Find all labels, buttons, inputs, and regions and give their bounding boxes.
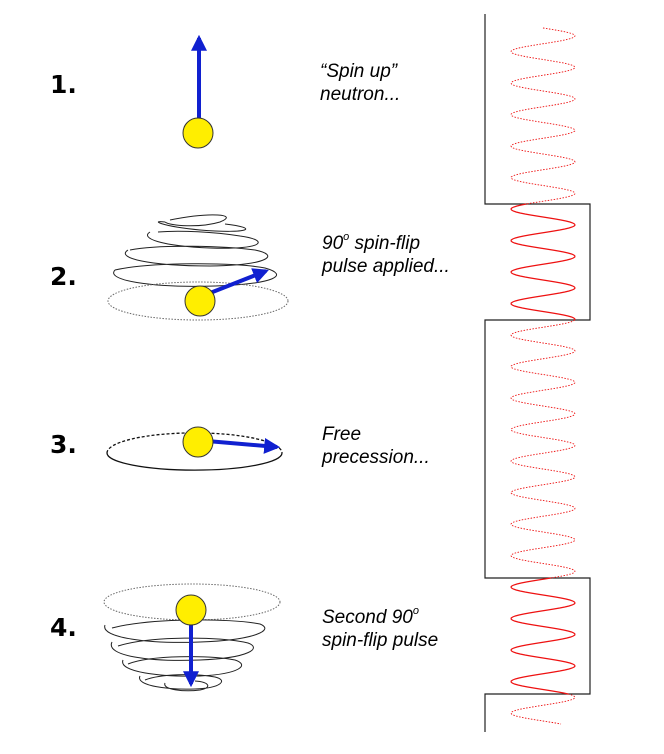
step-2-caption-line-2: pulse applied... — [322, 256, 450, 277]
step-1-caption-line-1: “Spin up” — [320, 61, 398, 82]
precession-plane-4 — [103, 583, 281, 621]
step-number-4: 4. — [50, 613, 77, 642]
step-number-1: 1. — [50, 70, 77, 99]
neutron-4 — [175, 594, 207, 626]
neutron-1 — [182, 117, 214, 149]
step-3-caption-line-1: Free — [322, 424, 362, 445]
spin-arrow-3 — [206, 437, 281, 454]
spin-arrow-2 — [204, 268, 269, 297]
spiral-path-2 — [113, 214, 277, 287]
neutron-3 — [182, 426, 214, 458]
rf-segment-pulse-1 — [510, 203, 576, 321]
step-4-caption: Second 90o spin-flip pulse — [322, 606, 438, 652]
step-3-caption-line-2: precession... — [322, 447, 430, 468]
rf-segment-end — [510, 693, 576, 725]
step-number-2: 2. — [50, 262, 77, 291]
rf-signal — [510, 27, 576, 725]
neutron-2 — [184, 285, 216, 317]
step-1-illustration — [182, 34, 214, 149]
step-3-illustration — [106, 426, 283, 471]
step-2-illustration — [107, 214, 289, 321]
step-1-caption: “Spin up” neutron... — [320, 60, 400, 106]
rf-segment-pulse-2 — [510, 577, 576, 695]
precession-orbit-front — [106, 452, 283, 471]
step-4-caption-line-2: spin-flip pulse — [322, 630, 439, 651]
pulse-envelope — [484, 14, 591, 732]
precession-plane-2 — [107, 281, 289, 321]
step-4-caption-line-1: Second 90o — [322, 605, 419, 629]
step-number-3: 3. — [50, 430, 77, 459]
rf-segment-1 — [510, 27, 576, 205]
step-2-caption: 90o spin-flip pulse applied... — [322, 232, 450, 278]
rf-segment-free — [510, 319, 576, 579]
spiral-path-4 — [104, 619, 266, 692]
step-3-caption: Free precession... — [322, 423, 430, 469]
step-1-caption-line-2: neutron... — [320, 84, 401, 105]
step-2-caption-line-1: 90o spin-flip — [322, 231, 421, 255]
step-4-illustration — [103, 583, 281, 692]
